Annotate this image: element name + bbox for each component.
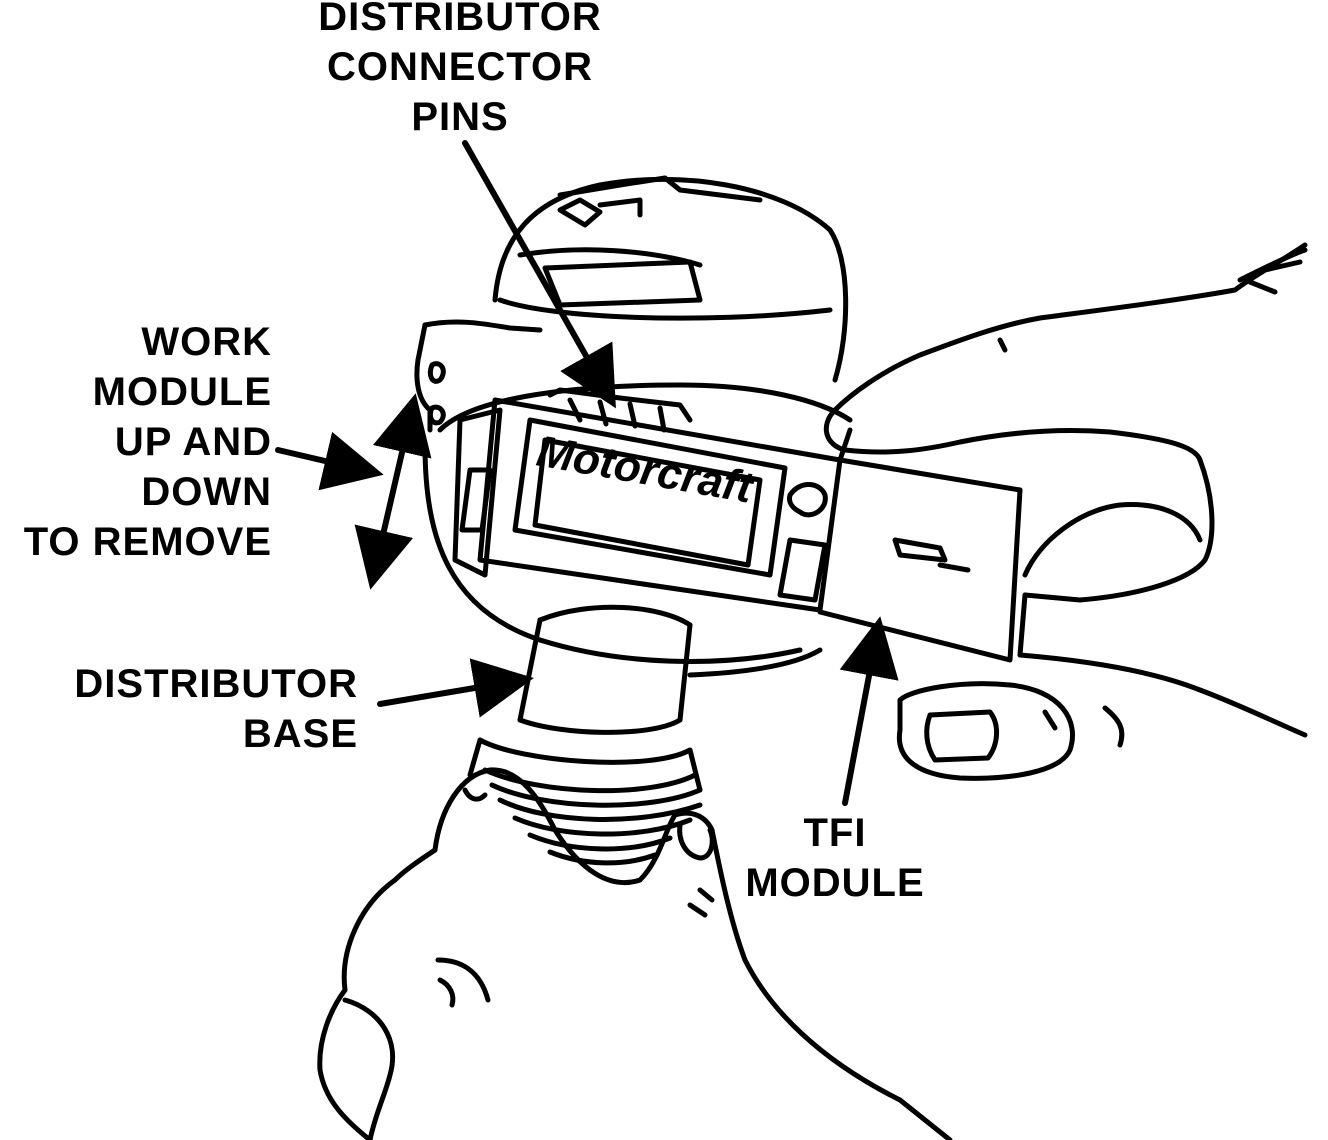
- up-down-arrow: [354, 393, 432, 590]
- label-line: TO REMOVE: [23, 520, 272, 564]
- label-line: CONNECTOR: [326, 45, 594, 89]
- bottom-hand: [317, 767, 953, 1140]
- label-line: TFI: [803, 811, 867, 855]
- label-line: MODULE: [92, 370, 272, 414]
- tfi-module-arrow: [839, 616, 899, 806]
- label-line: PINS: [411, 95, 509, 139]
- distributor-shaft: [467, 604, 703, 866]
- label-line: DISTRIBUTOR: [74, 662, 358, 706]
- work-module-arrow: [275, 431, 384, 491]
- label-line: UP AND: [114, 420, 272, 464]
- label-line: WORK: [141, 320, 272, 364]
- label-line: DISTRIBUTOR: [318, 0, 602, 39]
- distributor-base-arrow: [377, 658, 534, 718]
- label-tfi-module: TFI MODULE: [730, 808, 940, 908]
- connector-pins-arrow: [462, 140, 616, 409]
- label-distributor-base: DISTRIBUTOR BASE: [40, 659, 358, 759]
- label-work-module: WORK MODULE UP AND DOWN TO REMOVE: [0, 317, 272, 567]
- right-hand: [823, 242, 1308, 781]
- distributor-cap: [492, 175, 849, 383]
- tfi-module-body: [452, 387, 1023, 663]
- distributor-flange: [414, 319, 853, 678]
- label-distributor-connector-pins: DISTRIBUTOR CONNECTOR PINS: [300, 0, 620, 142]
- leader-arrows: [275, 140, 899, 806]
- label-line: DOWN: [141, 470, 272, 514]
- label-line: BASE: [242, 712, 358, 756]
- label-line: MODULE: [745, 861, 925, 905]
